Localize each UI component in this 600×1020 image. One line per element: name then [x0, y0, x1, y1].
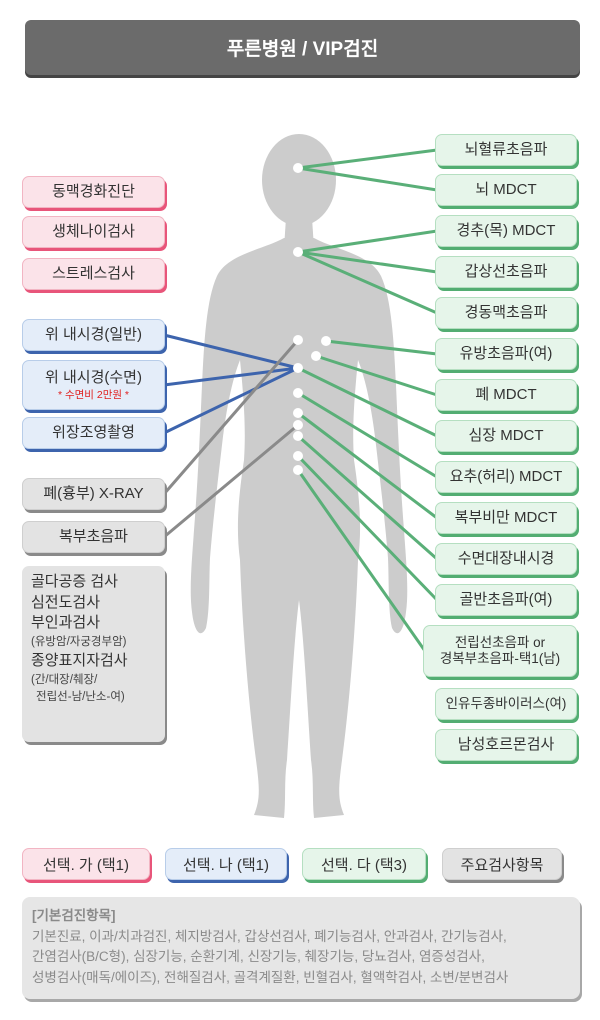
- line-pelvic-us: [296, 454, 439, 602]
- option-a-item-bio-age: 생체나이검사: [22, 216, 165, 248]
- option-a-item-stress: 스트레스검사: [22, 258, 165, 290]
- line-brain-mdct: [296, 166, 439, 192]
- basic-checkup-line: 기본진료, 이과/치과검진, 체지방검사, 갑상선검사, 폐기능검사, 안과검사…: [32, 928, 507, 944]
- body-silhouette: [190, 134, 408, 818]
- basic-checkup-line: 성병검사(매독/에이즈), 전해질검사, 골격계질환, 빈혈검사, 혈액학검사,…: [32, 969, 509, 985]
- legend-option-c: 선택. 다 (택3): [302, 848, 426, 880]
- line-endoscopy: [162, 333, 300, 370]
- body-point-dot: [293, 247, 303, 257]
- option-c-item-cerebral-us: 뇌혈류초음파: [435, 134, 577, 166]
- body-point-dot: [293, 388, 303, 398]
- line-sleep-endoscopy: [162, 366, 300, 387]
- major-list-line: 부인과검사: [31, 614, 101, 632]
- option-c-item-breast-us: 유방초음파(여): [435, 338, 577, 370]
- major-item-abdominal-us: 복부초음파: [22, 521, 165, 553]
- basic-checkup-line: 간염검사(B/C형), 심장기능, 순환기계, 신장기능, 췌장기능, 당뇨검사…: [32, 949, 485, 965]
- body-point-dot: [293, 451, 303, 461]
- line-thyroid-us: [296, 250, 439, 274]
- option-b-label: 위장조영촬영: [52, 424, 135, 442]
- major-item-chest-xray: 폐(흉부) X-RAY: [22, 478, 165, 510]
- line-chest-xray: [162, 338, 300, 496]
- body-point-dot: [293, 431, 303, 441]
- page-title: 푸른병원 / VIP검진: [25, 20, 580, 75]
- body-point-dot: [311, 351, 321, 361]
- connector-lines: [162, 148, 439, 653]
- option-c-item-testosterone: 남성호르몬검사: [435, 729, 577, 761]
- major-test-list: 골다공증 검사 심전도검사 부인과검사 (유방암/자궁경부암) 종양표지자검사 …: [22, 566, 165, 742]
- option-c-item-lumbar-mdct: 요추(허리) MDCT: [435, 461, 577, 493]
- option-c-item-abdominal-fat-mdct: 복부비만 MDCT: [435, 502, 577, 534]
- sedation-fee-note: * 수면비 2만원 *: [57, 388, 130, 401]
- body-point-dot: [293, 335, 303, 345]
- line-cervical-mdct: [296, 229, 439, 254]
- body-point-dot: [293, 420, 303, 430]
- option-c-item-colonoscopy: 수면대장내시경: [435, 543, 577, 575]
- major-list-subline: 전립선-남/난소-여): [36, 691, 125, 704]
- line-lumbar-mdct: [296, 391, 439, 479]
- body-point-dot: [293, 163, 303, 173]
- legend-major: 주요검사항목: [442, 848, 562, 880]
- major-list-line: 종양표지자검사: [31, 652, 128, 670]
- body-points: [293, 163, 331, 475]
- basic-checkup-panel: [기본검진항목] 기본진료, 이과/치과검진, 체지방검사, 갑상선검사, 폐기…: [22, 897, 580, 999]
- line-prostate-us: [296, 468, 427, 653]
- option-c-item-hpv: 인유두종바이러스(여): [435, 688, 577, 720]
- line-colonoscopy: [296, 434, 439, 561]
- line-abdominal-us: [162, 423, 300, 539]
- line-breast-us: [324, 339, 439, 356]
- major-list-line: 심전도검사: [31, 593, 101, 611]
- option-c-line: 전립선초음파 or: [454, 635, 546, 651]
- major-list-subline: (유방암/자궁경부암): [31, 636, 127, 649]
- line-lung-mdct: [314, 354, 439, 397]
- line-abdominal-fat-mdct: [296, 411, 439, 520]
- body-point-dot: [293, 363, 303, 373]
- option-a-item-artery: 동맥경화진단: [22, 176, 165, 208]
- option-c-item-carotid-us: 경동맥초음파: [435, 297, 577, 329]
- option-c-item-prostate-us: 전립선초음파 or 경복부초음파-택1(남): [423, 625, 577, 677]
- line-gi-contrast: [162, 366, 300, 435]
- line-cerebral-us: [296, 148, 439, 170]
- body-point-dot: [293, 465, 303, 475]
- line-heart-mdct: [296, 366, 439, 438]
- option-b-item-endoscopy: 위 내시경(일반): [22, 319, 165, 351]
- basic-checkup-title: [기본검진항목]: [32, 908, 116, 923]
- option-c-item-heart-mdct: 심장 MDCT: [435, 420, 577, 452]
- body-point-dot: [321, 336, 331, 346]
- option-c-line: 경복부초음파-택1(남): [439, 651, 561, 666]
- legend-option-b: 선택. 나 (택1): [165, 848, 287, 880]
- option-b-item-sleep-endoscopy: 위 내시경(수면) * 수면비 2만원 *: [22, 360, 165, 410]
- option-c-item-brain-mdct: 뇌 MDCT: [435, 174, 577, 206]
- major-list-subline: (간/대장/췌장/: [31, 674, 98, 686]
- option-b-label: 위 내시경(수면): [45, 369, 142, 387]
- option-c-item-cervical-mdct: 경추(목) MDCT: [435, 215, 577, 247]
- line-carotid-us: [296, 250, 439, 315]
- option-c-item-thyroid-us: 갑상선초음파: [435, 256, 577, 288]
- option-b-label: 위 내시경(일반): [45, 326, 142, 344]
- option-c-item-pelvic-us: 골반초음파(여): [435, 584, 577, 616]
- option-b-item-gi-contrast: 위장조영촬영: [22, 417, 165, 449]
- body-point-dot: [293, 408, 303, 418]
- major-list-line: 골다공증 검사: [31, 573, 118, 590]
- legend-option-a: 선택. 가 (택1): [22, 848, 150, 880]
- option-c-item-lung-mdct: 폐 MDCT: [435, 379, 577, 411]
